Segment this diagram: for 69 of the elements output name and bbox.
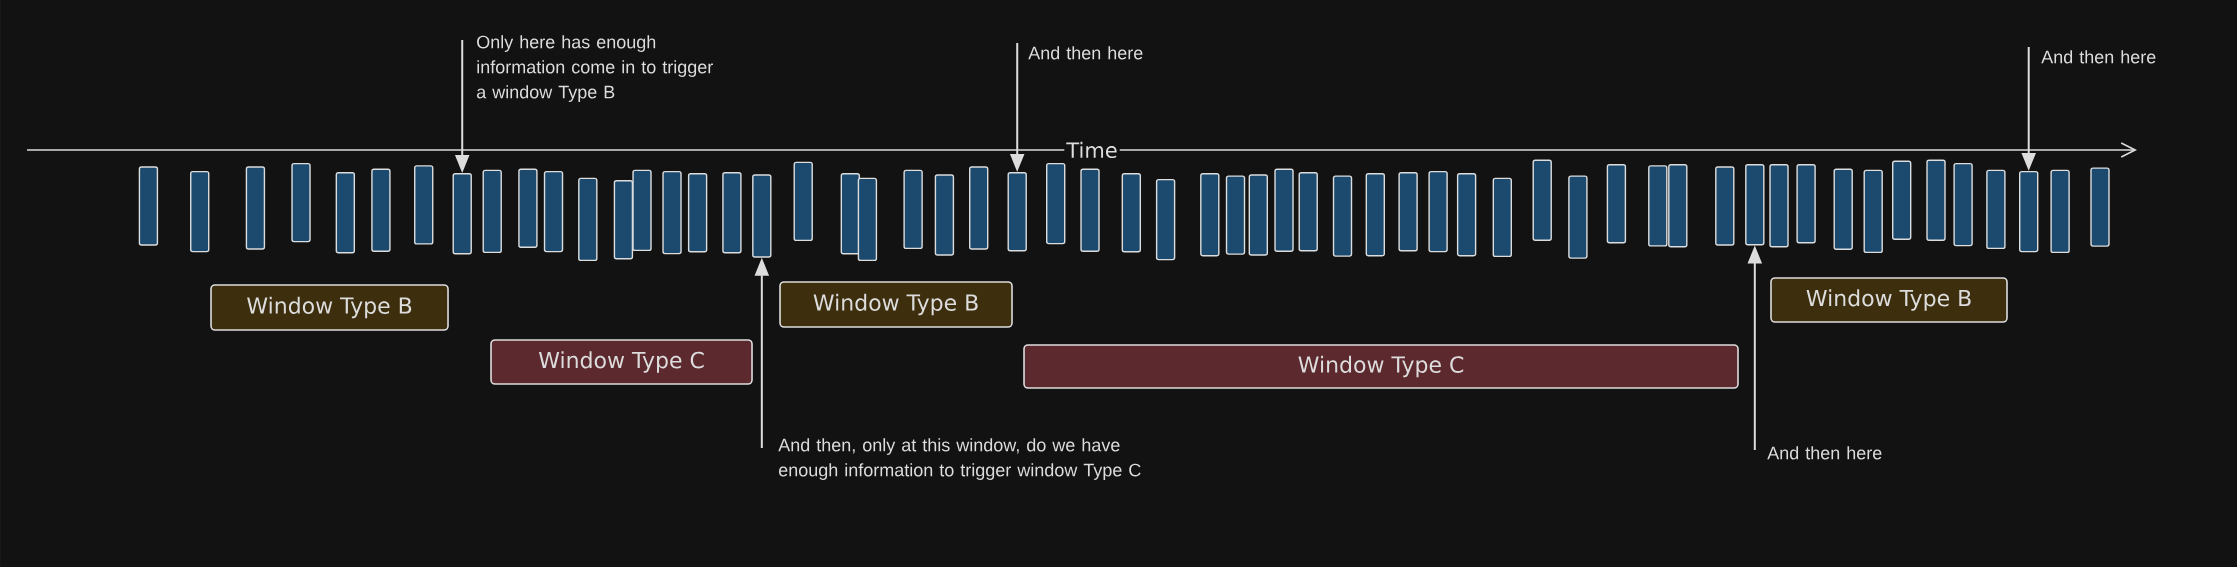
event-bar: [840, 173, 861, 255]
event-bar: [190, 170, 210, 253]
event-bar: [1155, 178, 1176, 261]
event-bar: [1986, 169, 2006, 250]
event-bar: [1606, 164, 1627, 244]
window-box: Window Type C: [490, 339, 753, 385]
axis-label: Time: [1064, 139, 1120, 161]
event-bar: [1248, 174, 1268, 256]
event-bar: [1715, 166, 1735, 246]
event-bar: [371, 168, 391, 252]
event-bar: [722, 172, 742, 254]
event-bar: [1648, 165, 1668, 247]
event-bar: [1456, 173, 1477, 257]
event-bar: [1668, 164, 1688, 248]
event-bar: [452, 173, 472, 255]
window-box: Window Type C: [1023, 344, 1739, 389]
event-bar: [687, 173, 708, 253]
window-box: Window Type B: [210, 284, 449, 331]
event-bar: [793, 161, 813, 242]
event-bar: [138, 166, 159, 246]
event-bar: [1332, 175, 1353, 257]
event-bar: [1892, 160, 1912, 240]
event-bar: [969, 166, 989, 250]
annotation-text: And then here: [1767, 446, 1882, 460]
event-bar: [543, 170, 564, 253]
annotation-text: Only here has enough information come in to trigger a window Type B: [477, 35, 713, 102]
event-bar: [1833, 168, 1853, 250]
annotation-text: And then here: [1028, 46, 1143, 60]
event-bar: [245, 166, 266, 250]
event-bar: [335, 172, 355, 254]
event-bar: [2090, 167, 2110, 247]
event-bar: [1121, 173, 1141, 253]
event-bar: [1796, 164, 1816, 244]
event-bar: [518, 168, 538, 248]
event-bar: [857, 177, 878, 262]
event-bar: [1298, 172, 1318, 252]
event-bar: [2019, 170, 2039, 253]
annotation-text: And then here: [2041, 50, 2156, 64]
event-bar: [1953, 162, 1973, 247]
event-bar: [1398, 172, 1418, 252]
event-bar: [1428, 170, 1448, 253]
event-bar: [414, 165, 434, 245]
event-bar: [1225, 175, 1246, 255]
event-bar: [752, 174, 772, 258]
event-bar: [1200, 173, 1220, 257]
event-bar: [1274, 168, 1294, 252]
event-bar: [1492, 177, 1512, 258]
event-bar: [1365, 173, 1385, 257]
event-bar: [1745, 164, 1765, 246]
event-bar: [1926, 159, 1946, 241]
event-bar: [482, 169, 502, 254]
event-bar: [1532, 159, 1552, 241]
event-bar: [1769, 164, 1789, 248]
event-bar: [1046, 162, 1066, 245]
event-bar: [613, 180, 634, 260]
event-bar: [291, 162, 311, 243]
window-box: Window Type B: [779, 281, 1013, 328]
window-box: Window Type B: [1770, 277, 2008, 323]
event-bar: [934, 174, 955, 256]
event-bar: [578, 177, 598, 262]
annotation-text: And then, only at this window, do we have enough information to trigger window Type C: [778, 438, 1141, 480]
event-bar: [1007, 172, 1027, 252]
event-bar: [903, 169, 923, 250]
event-bar: [1568, 175, 1588, 259]
event-bar: [1080, 168, 1100, 252]
event-bar: [2050, 169, 2070, 254]
event-bar: [1863, 169, 1883, 254]
event-bar: [632, 169, 652, 252]
event-bar: [662, 170, 682, 255]
